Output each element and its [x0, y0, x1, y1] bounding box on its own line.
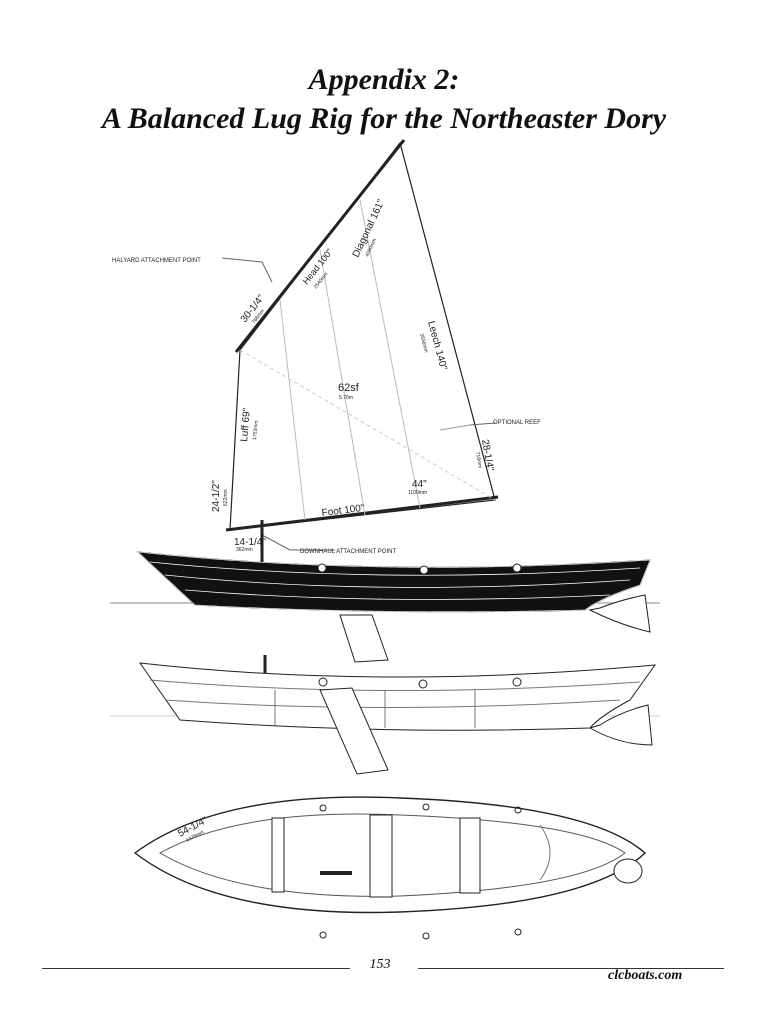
dim-28-mm: 718mm: [474, 451, 483, 468]
title-line-2: A Balanced Lug Rig for the Northeaster D…: [101, 102, 667, 135]
hull-profile-view: [110, 662, 660, 775]
footer-rule-left: [42, 968, 350, 969]
site-url[interactable]: clcboats.com: [608, 968, 683, 983]
luff-label: Luff 69": [239, 407, 253, 442]
sail-area: 62sf: [338, 382, 360, 394]
hull-plan-view: [133, 796, 647, 940]
dim-24: 24-1/2": [211, 480, 222, 512]
sail: [225, 139, 499, 532]
optional-reef-label: OPTIONAL REEF: [493, 420, 541, 426]
halyard-label: HALYARD ATTACHMENT POINT: [112, 258, 201, 264]
dim-14: 14-1/4": [234, 537, 266, 548]
dim-44: 44": [412, 479, 427, 490]
luff-mm: 1753mm: [252, 420, 260, 440]
title-line-1: Appendix 2:: [308, 63, 460, 96]
sail-area-metric: 5.76m: [339, 395, 353, 401]
dim-44-mm: 1100mm: [408, 490, 427, 496]
leech-mm: 3556mm: [418, 333, 429, 353]
downhaul-label: DOWNHAUL ATTACHMENT POINT: [300, 549, 396, 555]
foot-label: Foot 100": [321, 503, 365, 519]
footer-rule-right: [418, 968, 724, 969]
page-number: 153: [369, 957, 391, 972]
dim-14-mm: 362mm: [236, 547, 253, 553]
hull-side-view: [110, 551, 660, 663]
dim-24-mm: 622mm: [223, 489, 229, 506]
